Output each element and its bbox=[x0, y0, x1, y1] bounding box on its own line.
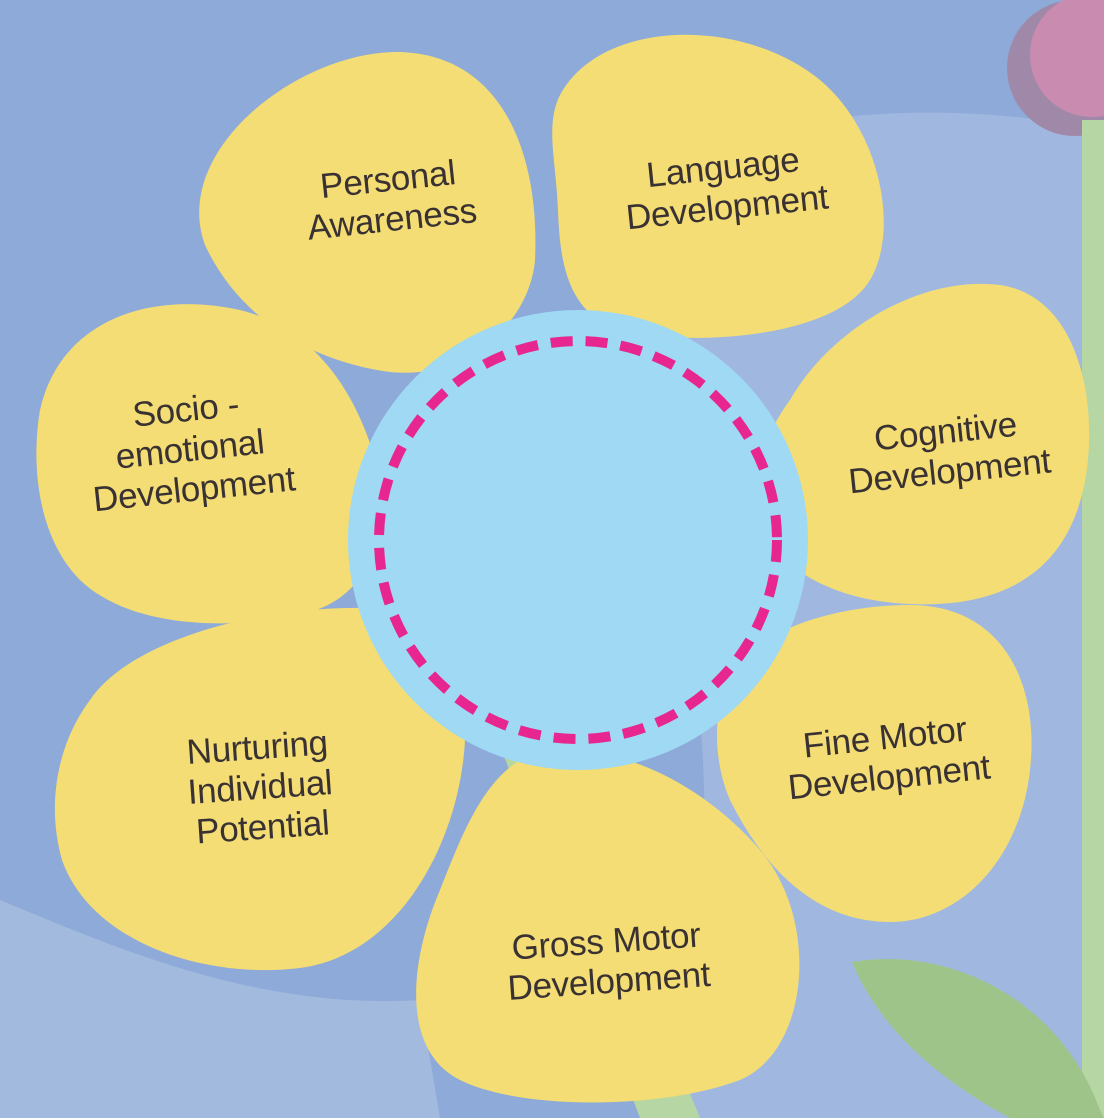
petal-nurturing-individual-potential bbox=[54, 607, 466, 971]
decor-circle-pink bbox=[1030, 0, 1104, 117]
petal-socio-emotional-development bbox=[36, 304, 383, 624]
center-circle bbox=[348, 310, 808, 770]
background-wave-bottom bbox=[0, 900, 440, 1118]
center-dashed-ring bbox=[374, 336, 782, 744]
petal-personal-awareness bbox=[199, 51, 536, 373]
petal-language-development bbox=[552, 34, 884, 338]
label-nurturing-individual-potential: Nurturing Individual Potential bbox=[185, 723, 334, 852]
leaf bbox=[852, 958, 1104, 1118]
petal-fine-motor-development bbox=[717, 605, 1032, 922]
stem-right bbox=[1082, 120, 1104, 1118]
petal-gross-motor-development bbox=[416, 751, 800, 1103]
petal-cognitive-development bbox=[757, 283, 1090, 605]
